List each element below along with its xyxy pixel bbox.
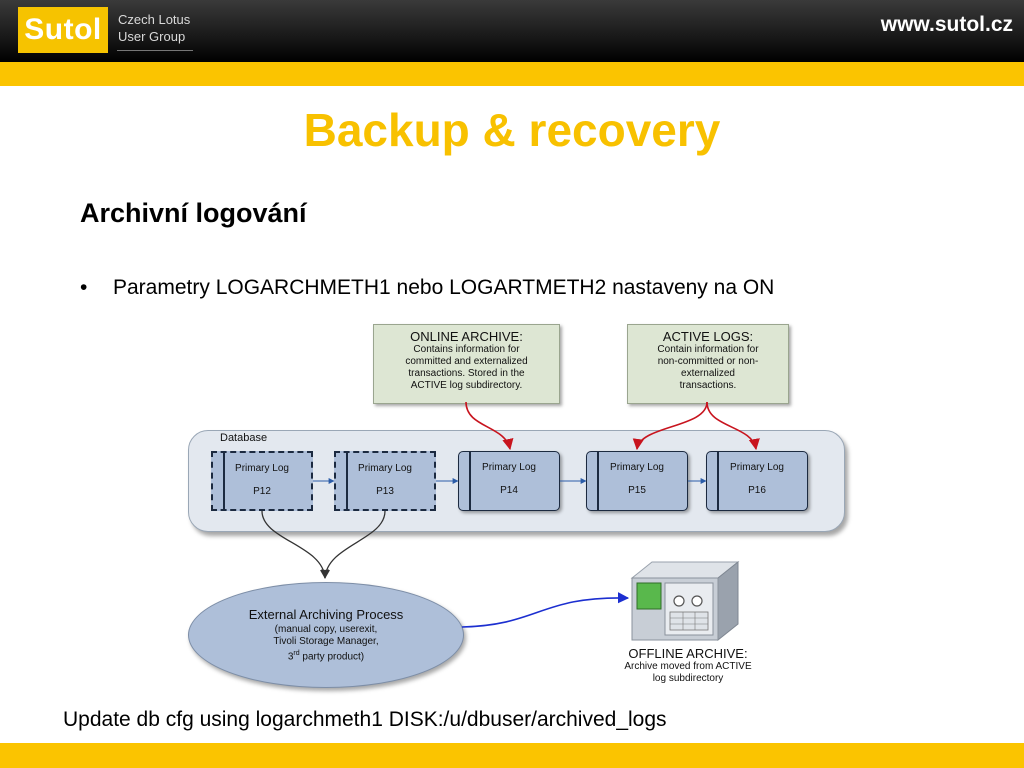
slide-title: Backup & recovery xyxy=(303,104,721,156)
offline-archive-line: Archive moved from ACTIVE xyxy=(624,661,752,672)
logo-divider xyxy=(117,50,193,51)
primary-log-p13: Primary Log P13 xyxy=(334,451,436,511)
log-divider xyxy=(346,453,348,509)
active-logs-title: ACTIVE LOGS: xyxy=(662,329,754,344)
external-process-ordinal: 3 xyxy=(287,651,294,663)
database-label: Database xyxy=(220,432,268,444)
external-process-line: (manual copy, userexit, xyxy=(274,623,378,635)
external-process-line-end: party product) xyxy=(299,651,365,663)
external-process-ordinal-suffix: rd xyxy=(293,649,300,657)
storage-device-icon xyxy=(630,560,740,642)
log-divider xyxy=(597,452,599,510)
primary-log-p15: Primary Log P15 xyxy=(586,451,688,511)
log-divider xyxy=(717,452,719,510)
log-name: Primary Log xyxy=(235,463,289,474)
header-yellow-band xyxy=(0,62,1024,86)
external-process-title: External Archiving Process xyxy=(248,606,404,622)
online-archive-line: committed and externalized xyxy=(405,356,528,367)
log-name: Primary Log xyxy=(610,462,664,473)
offline-archive-line: log subdirectory xyxy=(652,673,724,684)
online-archive-line: Contains information for xyxy=(413,344,520,355)
logo-line-1: Czech Lotus xyxy=(118,12,191,27)
slide-subheading: Archivní logování xyxy=(80,198,307,228)
log-id: P14 xyxy=(500,485,518,496)
active-logs-line: non-committed or non- xyxy=(657,356,759,367)
external-archiving-process: External Archiving Process (manual copy,… xyxy=(188,582,464,688)
primary-log-p16: Primary Log P16 xyxy=(706,451,808,511)
online-archive-note: ONLINE ARCHIVE: Contains information for… xyxy=(373,324,560,404)
active-logs-note: ACTIVE LOGS: Contain information for non… xyxy=(627,324,789,404)
online-archive-title: ONLINE ARCHIVE: xyxy=(410,329,523,344)
active-logs-line: Contain information for xyxy=(657,344,759,355)
log-name: Primary Log xyxy=(358,463,412,474)
active-logs-line: transactions. xyxy=(679,380,737,391)
primary-log-p12: Primary Log P12 xyxy=(211,451,313,511)
log-id: P12 xyxy=(253,486,271,497)
log-divider xyxy=(469,452,471,510)
bullet-dot-icon: • xyxy=(80,276,88,299)
log-name: Primary Log xyxy=(482,462,536,473)
active-logs-arrow-left xyxy=(632,401,708,451)
site-url: www.sutol.cz xyxy=(880,13,1013,36)
archive-flow-arrow xyxy=(320,510,386,579)
offline-archive-arrow xyxy=(461,592,630,628)
bullet-text: Parametry LOGARCHMETH1 nebo LOGARTMETH2 … xyxy=(113,276,775,299)
header-bar: Sutol Czech Lotus User Group www.sutol.c… xyxy=(0,0,1024,62)
online-archive-arrow xyxy=(465,401,514,451)
active-logs-line: externalized xyxy=(681,368,735,379)
logo-line-2: User Group xyxy=(118,29,186,44)
external-process-line: Tivoli Storage Manager, xyxy=(273,635,379,647)
logo-subtitle: Czech Lotus User Group xyxy=(118,11,190,45)
log-name: Primary Log xyxy=(730,462,784,473)
log-id: P16 xyxy=(748,485,766,496)
bullet-item: • Parametry LOGARCHMETH1 nebo LOGARTMETH… xyxy=(80,276,774,300)
primary-log-p14: Primary Log P14 xyxy=(458,451,560,511)
offline-archive-caption: OFFLINE ARCHIVE: Archive moved from ACTI… xyxy=(588,646,788,685)
archive-flow-arrow xyxy=(261,510,330,579)
online-archive-line: transactions. Stored in the xyxy=(408,368,525,379)
sutol-logo: Sutol xyxy=(18,7,108,53)
log-divider xyxy=(223,453,225,509)
footer-command: Update db cfg using logarchmeth1 DISK:/u… xyxy=(63,708,667,731)
online-archive-line: ACTIVE log subdirectory. xyxy=(410,380,523,391)
log-id: P13 xyxy=(376,486,394,497)
footer-yellow-band xyxy=(0,743,1024,768)
offline-archive-title: OFFLINE ARCHIVE: xyxy=(628,646,748,661)
active-logs-arrow-right xyxy=(706,401,760,451)
log-id: P15 xyxy=(628,485,646,496)
external-process-line: 3rd party product) xyxy=(288,648,364,663)
